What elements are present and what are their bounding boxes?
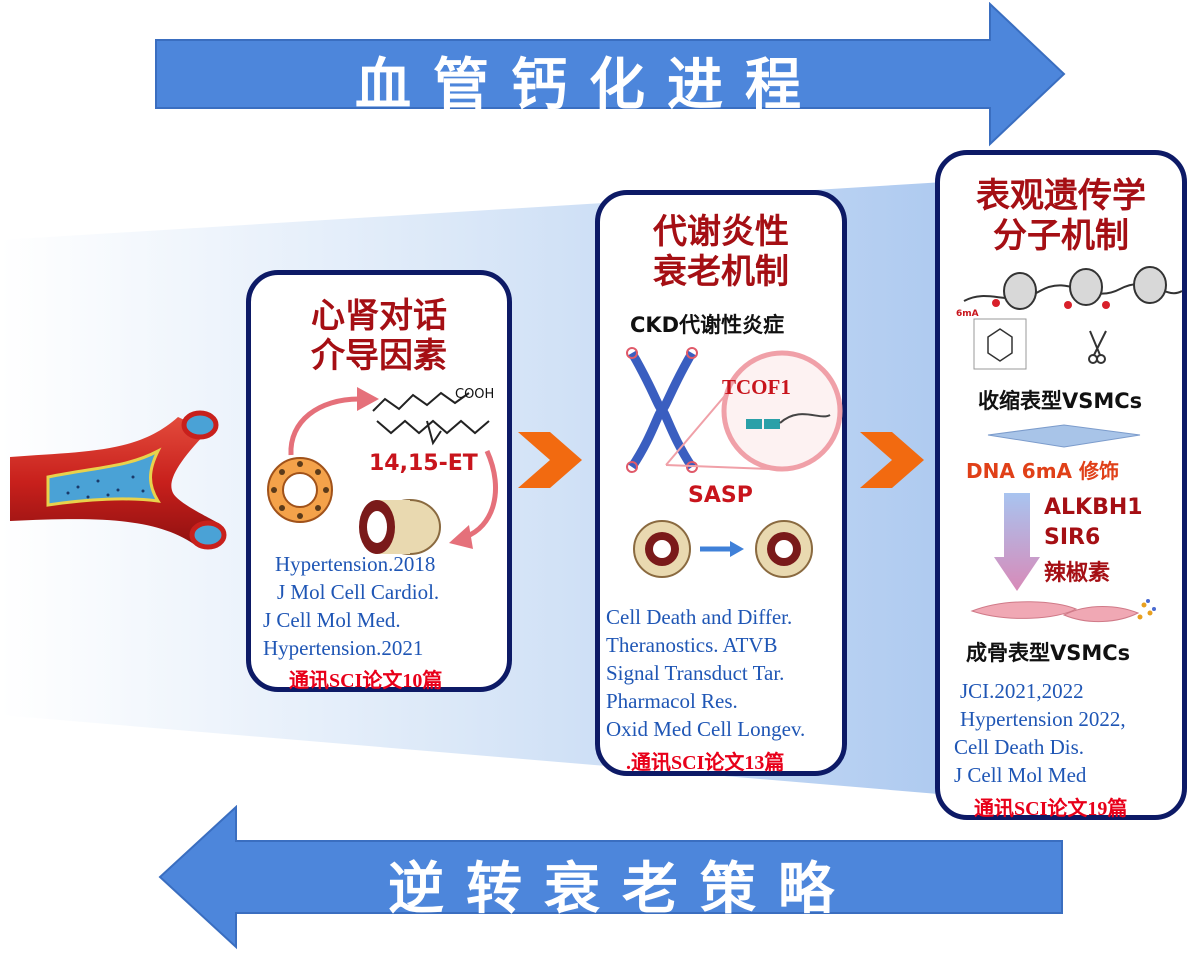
nucleosome-dna-icon xyxy=(963,266,1183,370)
card2-sci-count: .通讯SCI论文13篇 xyxy=(626,752,785,774)
vessel-cross-section-icon xyxy=(267,457,333,523)
factor-alkbh1: ALKBH1 xyxy=(1044,495,1143,520)
card2-ref-3: Signal Transduct Tar. xyxy=(606,661,785,685)
calcified-vessel-illustration xyxy=(10,410,227,550)
reversal-title: 逆转衰老策略 xyxy=(388,857,856,922)
card1-ref-3: J Cell Mol Med. xyxy=(263,608,401,632)
card1-title-line1: 心肾对话 xyxy=(311,296,447,336)
card3-title-line1: 表观遗传学 xyxy=(976,176,1146,216)
contractile-cell-icon xyxy=(987,424,1141,448)
card1-ref-2: J Mol Cell Cardiol. xyxy=(277,580,440,604)
card-epigenetics: 表观遗传学 分子机制 6mA 收缩表型VSMCs DNA 6mA 修饰 ALKB… xyxy=(935,150,1187,820)
card-metabolic-inflammation: 代谢炎性 衰老机制 CKD代谢性炎症 TCOF1 SASP Cell Death… xyxy=(595,190,847,776)
card3-ref-2: Hypertension 2022, xyxy=(960,707,1126,731)
card2-ref-1: Cell Death and Differ. xyxy=(606,605,793,629)
cooh-label: COOH xyxy=(455,387,495,402)
card3-ref-1: JCI.2021,2022 xyxy=(960,679,1084,703)
card-cardiorenal: 心肾对话 介导因素 COOH 14,15-ET Hypertension.201… xyxy=(246,270,512,692)
chevron-arrow-1 xyxy=(518,432,582,488)
card2-ref-5: Oxid Med Cell Longev. xyxy=(606,717,806,741)
top-arrow-banner xyxy=(155,2,1066,147)
gene-label: TCOF1 xyxy=(722,375,791,399)
contractile-phenotype-label: 收缩表型VSMCs xyxy=(978,389,1143,413)
card2-title-line2: 衰老机制 xyxy=(653,252,789,292)
card3-title-line2: 分子机制 xyxy=(993,216,1129,256)
dna-modification-label: DNA 6mA 修饰 xyxy=(966,459,1119,483)
compound-label: 14,15-ET xyxy=(369,451,478,476)
card1-title-line2: 介导因素 xyxy=(311,336,447,376)
card3-ref-3: Cell Death Dis. xyxy=(954,735,1085,759)
sasp-label: SASP xyxy=(688,483,753,508)
calcified-artery-icon xyxy=(359,499,441,555)
transition-arrow-icon xyxy=(994,493,1040,591)
osteogenic-cell-icon xyxy=(970,599,1156,623)
card3-sci-count: 通讯SCI论文19篇 xyxy=(974,798,1128,820)
vessel-progression-icon xyxy=(633,520,813,578)
telomere-zoom-icon xyxy=(665,350,843,472)
chevron-arrow-2 xyxy=(860,432,924,488)
card1-ref-1: Hypertension.2018 xyxy=(275,552,436,576)
card3-ref-4: J Cell Mol Med xyxy=(954,763,1087,787)
progression-title: 血管钙化进程 xyxy=(355,53,823,118)
6ma-mark-label: 6mA xyxy=(956,309,979,319)
chromosome-icon xyxy=(626,347,698,473)
factor-capsaicin: 辣椒素 xyxy=(1044,561,1111,586)
osteogenic-phenotype-label: 成骨表型VSMCs xyxy=(966,641,1131,665)
factor-sir6: SIR6 xyxy=(1044,525,1101,550)
card2-ref-4: Pharmacol Res. xyxy=(606,689,738,713)
bottom-arrow-banner xyxy=(158,805,1063,950)
card1-ref-4: Hypertension.2021 xyxy=(263,636,424,660)
card1-sci-count: 通讯SCI论文10篇 xyxy=(289,670,443,692)
epoxide-molecule-icon xyxy=(372,391,490,446)
card2-title-line1: 代谢炎性 xyxy=(653,212,789,252)
card2-ref-2: Theranostics. ATVB xyxy=(606,633,778,657)
cycle-arrows-icon xyxy=(288,387,498,549)
card2-subtitle: CKD代谢性炎症 xyxy=(630,313,785,337)
